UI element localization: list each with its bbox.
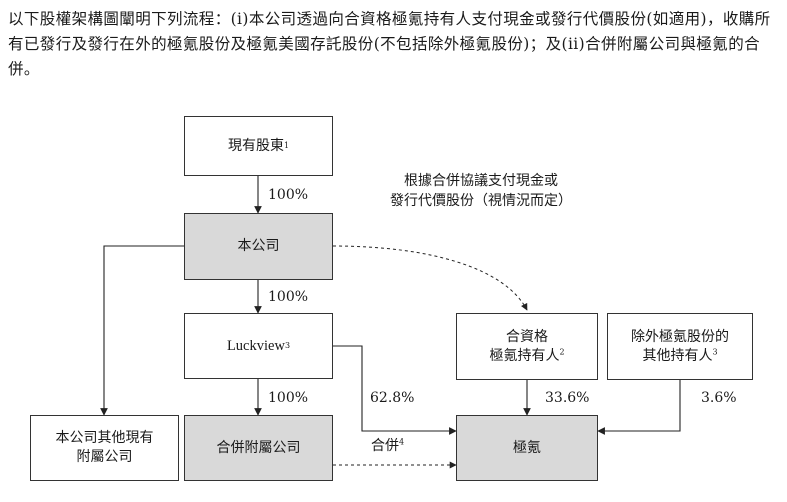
edge-company-qualified-dashed	[332, 245, 528, 311]
node-other-subs-line2: 附屬公司	[76, 449, 133, 465]
edge-other-holders-zeekr	[597, 380, 681, 435]
edge-luckview-zeekr	[333, 345, 457, 435]
node-other-holders-line1: 除外極氪股份的	[631, 328, 729, 345]
node-luckview-label: Luckview	[226, 337, 285, 354]
label-pct-shareholders-company: 100%	[268, 187, 309, 203]
label-pct-qualified-zeekr: 33.6%	[545, 390, 590, 406]
node-zeekr: 極氪	[456, 415, 598, 481]
node-merger-sub-label: 合併附屬公司	[216, 439, 301, 456]
footnote-4: 4	[399, 437, 405, 447]
label-pct-company-luckview: 100%	[268, 289, 309, 305]
node-existing-shareholders-label: 現有股東	[227, 137, 284, 154]
intro-paragraph: 以下股權架構圖闡明下列流程：(i)本公司透過向合資格極氪持有人支付現金或發行代價…	[8, 10, 771, 78]
node-other-holders-line2: 其他持有人	[642, 347, 713, 364]
label-payment-note-line1: 根據合併協議支付現金或	[404, 173, 558, 189]
node-company: 本公司	[184, 213, 333, 280]
node-zeekr-label: 極氪	[513, 439, 541, 456]
node-merger-sub: 合併附屬公司	[184, 415, 333, 481]
node-qualified-holders: 合資格 極氪持有人2	[456, 313, 598, 380]
footnote-3b: 3	[712, 346, 718, 356]
label-merger: 合併4	[371, 437, 404, 455]
node-other-subs-line1: 本公司其他現有	[55, 430, 154, 446]
label-pct-luckview-zeekr: 62.8%	[370, 390, 415, 406]
node-company-label: 本公司	[237, 238, 280, 254]
node-qualified-line2: 極氪持有人	[489, 347, 560, 364]
node-other-holders: 除外極氪股份的 其他持有人3	[607, 313, 753, 380]
node-other-subsidiaries: 本公司其他現有 附屬公司	[30, 415, 179, 481]
label-payment-note-line2: 發行代價股份（視情況而定）	[390, 193, 572, 209]
label-merger-text: 合併	[371, 438, 399, 454]
footnote-2: 2	[559, 346, 565, 356]
label-pct-other-zeekr: 3.6%	[701, 390, 737, 406]
node-qualified-line1: 合資格	[506, 328, 548, 345]
edge-company-other-subs	[100, 245, 184, 416]
label-pct-luckview-merger: 100%	[268, 390, 309, 406]
